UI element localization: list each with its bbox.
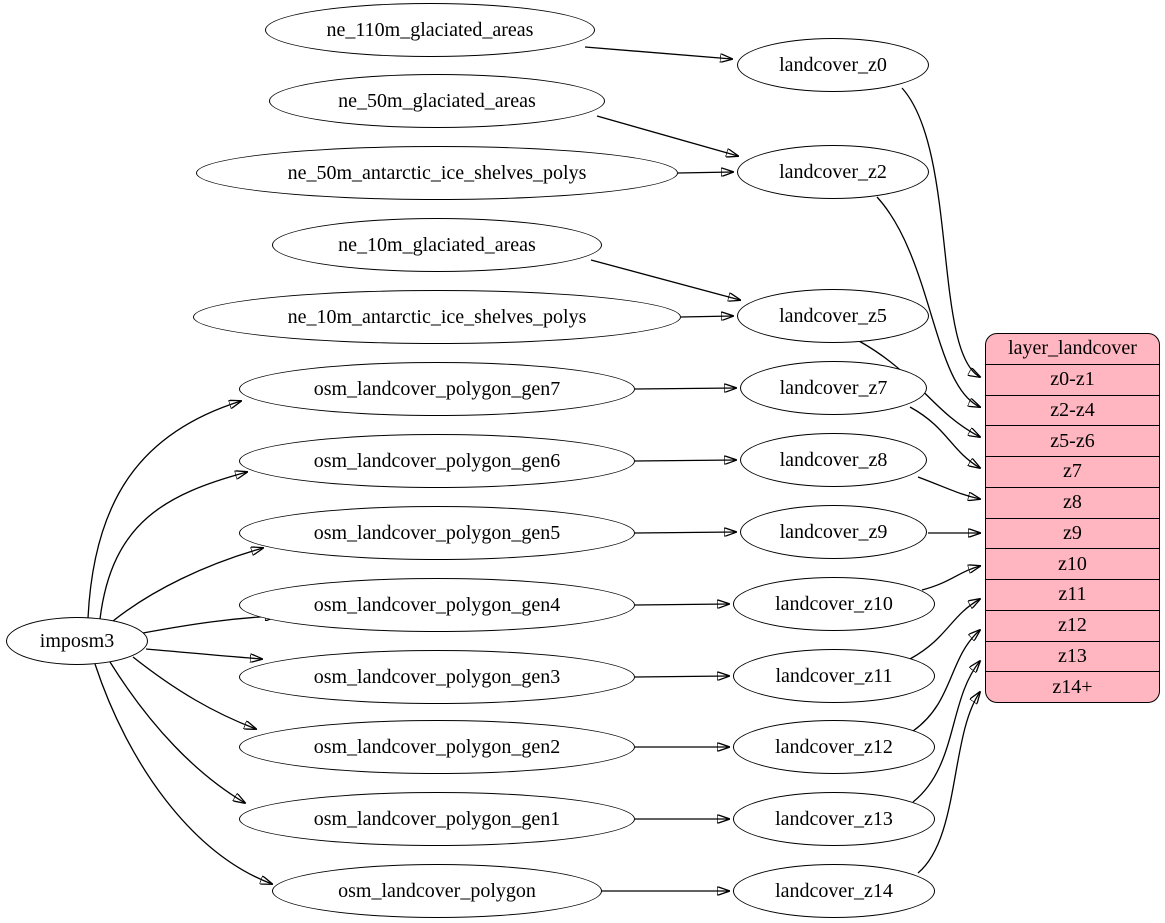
node-imposm3: imposm3 — [6, 617, 148, 665]
node-ne-10m-glaciated-areas: ne_10m_glaciated_areas — [272, 218, 602, 272]
node-ne-10m-antarctic-ice-shelves-polys: ne_10m_antarctic_ice_shelves_polys — [193, 290, 681, 344]
edge-gen5-to-landcover-z9 — [634, 532, 736, 533]
record-row-z9: z9 — [986, 517, 1159, 549]
edge-gen7-to-landcover-z7 — [634, 388, 736, 389]
edge-imposm3-to-osm-landcover-polygon — [94, 663, 272, 884]
edge-landcover-z0-to-row-z0-z1 — [901, 87, 980, 377]
edge-imposm3-to-gen3 — [145, 648, 262, 659]
edge-ne-10m-glaciated-areas-to-landcover-z5 — [590, 259, 740, 300]
edge-imposm3-to-gen2 — [132, 656, 256, 729]
edge-landcover-z2-to-row-z2-z4 — [876, 196, 980, 407]
edge-ne-50m-glaciated-areas-to-landcover-z2 — [596, 115, 738, 156]
record-title: layer_landcover — [1008, 337, 1137, 360]
node-landcover-z13: landcover_z13 — [733, 792, 935, 846]
node-osm-landcover-polygon-gen5: osm_landcover_polygon_gen5 — [239, 506, 635, 560]
edge-imposm3-to-gen4 — [142, 616, 277, 634]
node-landcover-z10: landcover_z10 — [733, 577, 935, 631]
edge-gen3-to-landcover-z11 — [634, 676, 729, 677]
node-osm-landcover-polygon-gen4: osm_landcover_polygon_gen4 — [239, 578, 635, 632]
node-landcover-z7: landcover_z7 — [740, 361, 927, 415]
node-osm-landcover-polygon-gen6: osm_landcover_polygon_gen6 — [239, 434, 635, 488]
node-landcover-z9: landcover_z9 — [740, 505, 927, 559]
node-osm-landcover-polygon-gen7: osm_landcover_polygon_gen7 — [239, 362, 635, 416]
edge-gen4-to-landcover-z10 — [634, 604, 729, 605]
edge-landcover-z12-to-row-z12 — [912, 630, 980, 732]
node-landcover-z0: landcover_z0 — [737, 38, 929, 92]
edge-ne-10m-antarctic-ice-shelves-polys-to-landcover-z5 — [680, 316, 733, 317]
node-ne-50m-antarctic-ice-shelves-polys: ne_50m_antarctic_ice_shelves_polys — [196, 146, 678, 200]
edge-landcover-z10-to-row-z10 — [921, 566, 980, 591]
node-osm-landcover-polygon: osm_landcover_polygon — [272, 864, 602, 918]
node-landcover-z14: landcover_z14 — [733, 864, 935, 918]
record-row-z0-z1: z0-z1 — [986, 363, 1159, 395]
record-layer-landcover: layer_landcover z0-z1 z2-z4 z5-z6 z7 z8 … — [985, 333, 1160, 703]
node-landcover-z12: landcover_z12 — [733, 720, 935, 774]
edge-landcover-z8-to-row-z8 — [917, 476, 980, 499]
record-row-z12: z12 — [986, 609, 1159, 641]
record-row-z5-z6: z5-z6 — [986, 425, 1159, 456]
edge-landcover-z13-to-row-z13 — [912, 661, 980, 803]
node-osm-landcover-polygon-gen1: osm_landcover_polygon_gen1 — [239, 792, 635, 846]
edge-imposm3-to-gen5 — [112, 548, 263, 622]
edge-imposm3-to-gen1 — [109, 661, 245, 803]
record-row-z10: z10 — [986, 548, 1159, 579]
record-row-z11: z11 — [986, 579, 1159, 610]
node-landcover-z8: landcover_z8 — [740, 433, 927, 487]
edge-landcover-z14-to-row-z14plus — [917, 692, 980, 874]
edge-ne-110m-glaciated-areas-to-landcover-z0 — [584, 46, 732, 59]
node-ne-110m-glaciated-areas: ne_110m_glaciated_areas — [265, 3, 595, 57]
record-row-z14plus: z14+ — [986, 671, 1159, 702]
edge-imposm3-to-gen7 — [87, 401, 241, 619]
node-landcover-z5: landcover_z5 — [737, 289, 929, 343]
node-landcover-z2: landcover_z2 — [737, 145, 929, 199]
edge-landcover-z7-to-row-z7 — [909, 406, 980, 468]
node-osm-landcover-polygon-gen2: osm_landcover_polygon_gen2 — [239, 720, 635, 774]
record-row-z13: z13 — [986, 640, 1159, 672]
record-row-z2-z4: z2-z4 — [986, 394, 1159, 426]
record-row-z8: z8 — [986, 486, 1159, 518]
record-row-z7: z7 — [986, 456, 1159, 487]
node-osm-landcover-polygon-gen3: osm_landcover_polygon_gen3 — [239, 650, 635, 704]
edge-imposm3-to-gen6 — [99, 472, 247, 620]
node-ne-50m-glaciated-areas: ne_50m_glaciated_areas — [269, 74, 605, 128]
edge-gen6-to-landcover-z8 — [634, 460, 736, 461]
edge-landcover-z11-to-row-z11 — [909, 599, 980, 660]
edge-ne-50m-antarctic-ice-shelves-polys-to-landcover-z2 — [677, 172, 733, 173]
node-landcover-z11: landcover_z11 — [733, 649, 935, 703]
